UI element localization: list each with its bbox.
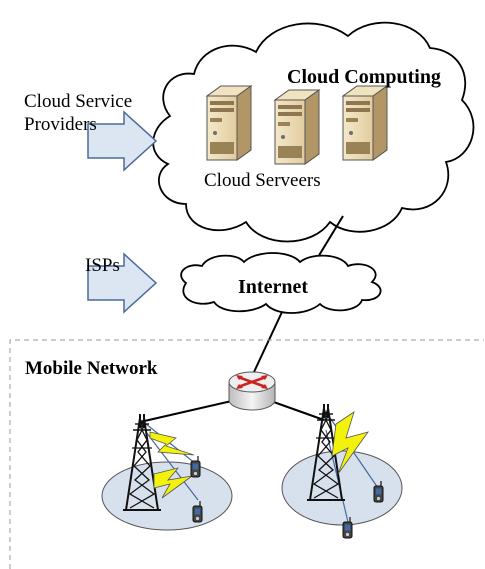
cloud-servers-label: Cloud Serveers (204, 170, 321, 191)
radio-link (145, 423, 197, 465)
cell-coverage-area (281, 450, 403, 526)
router-icon (228, 371, 276, 411)
mobile-network-label: Mobile Network (25, 358, 158, 379)
mobile-network-boundary (9, 339, 484, 569)
right-arrow-icon (87, 110, 158, 172)
server-icon (342, 85, 388, 161)
internet-label: Internet (238, 276, 308, 298)
internet-router-link (253, 311, 283, 373)
router-tower-link (139, 399, 237, 423)
cloud-service-providers-line2: Providers (24, 113, 97, 135)
lightning-icon (149, 431, 195, 456)
isps-label: ISPs (85, 255, 120, 276)
router-tower-link (267, 399, 325, 421)
radio-link (325, 429, 349, 523)
lightning-icon (153, 467, 193, 499)
cloud-internet-link (314, 215, 344, 263)
mobile-phone-icon (190, 455, 201, 478)
cloud-service-providers-line1: Cloud Service (24, 91, 133, 112)
server-icon (274, 89, 320, 165)
right-arrow-icon (87, 252, 158, 314)
server-icon (206, 85, 252, 161)
lightning-icon (331, 411, 369, 475)
internet-cloud (180, 252, 382, 314)
cloud-service-providers-label: Cloud Service Providers (24, 91, 132, 137)
radio-link (145, 431, 199, 501)
cloud-computing-label: Cloud Computing (287, 66, 441, 88)
